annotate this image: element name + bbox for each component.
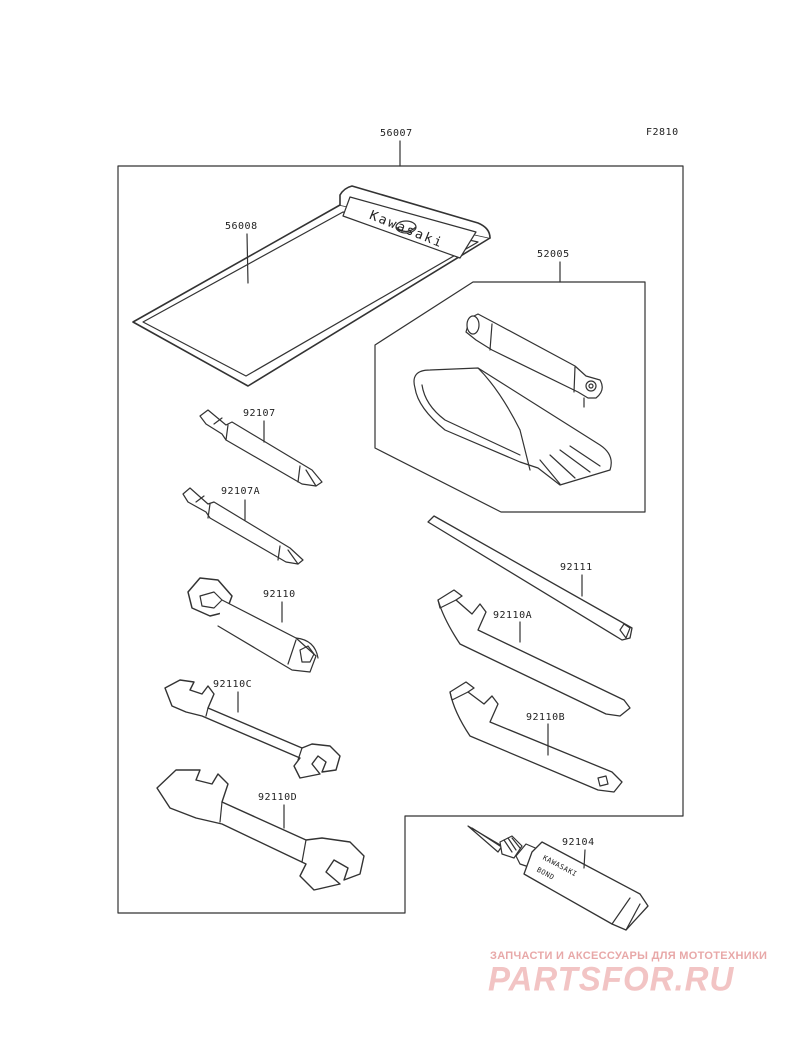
label-56008: 56008 (225, 221, 258, 232)
set-boundary (118, 166, 683, 913)
hook-wrench-b-drawing (450, 682, 622, 792)
label-92110c: 92110C (213, 679, 253, 690)
label-56007: 56007 (380, 128, 413, 139)
wrench-c-drawing (165, 680, 340, 778)
hook-wrench-a-drawing (438, 590, 630, 716)
wrench-d-drawing (157, 770, 364, 890)
screwdriver-drawing (200, 410, 322, 486)
leader-case (247, 234, 248, 283)
label-92110: 92110 (263, 589, 296, 600)
bar-drawing (428, 516, 632, 640)
pump-kit-box (375, 282, 645, 512)
pump-bag-drawing (414, 368, 611, 485)
label-92104: 92104 (562, 837, 595, 848)
bond-tube-drawing (468, 826, 648, 930)
pump-drawing (466, 314, 602, 407)
plug-wrench-drawing (188, 578, 318, 672)
leader-bond (584, 850, 585, 868)
screwdriver-a-drawing (183, 488, 303, 564)
label-92111: 92111 (560, 562, 593, 573)
label-92107: 92107 (243, 408, 276, 419)
label-92107a: 92107A (221, 486, 261, 497)
watermark-logo: PARTSFOR.RU (488, 959, 735, 998)
figure-code: F2810 (646, 127, 679, 138)
label-92110d: 92110D (258, 792, 298, 803)
label-52005: 52005 (537, 249, 570, 260)
tool-case-drawing (133, 186, 490, 386)
label-92110a: 92110A (493, 610, 533, 621)
label-92110b: 92110B (526, 712, 566, 723)
watermark-tagline: ЗАПЧАСТИ И АКСЕССУАРЫ ДЛЯ МОТОТЕХНИКИ (490, 950, 768, 962)
